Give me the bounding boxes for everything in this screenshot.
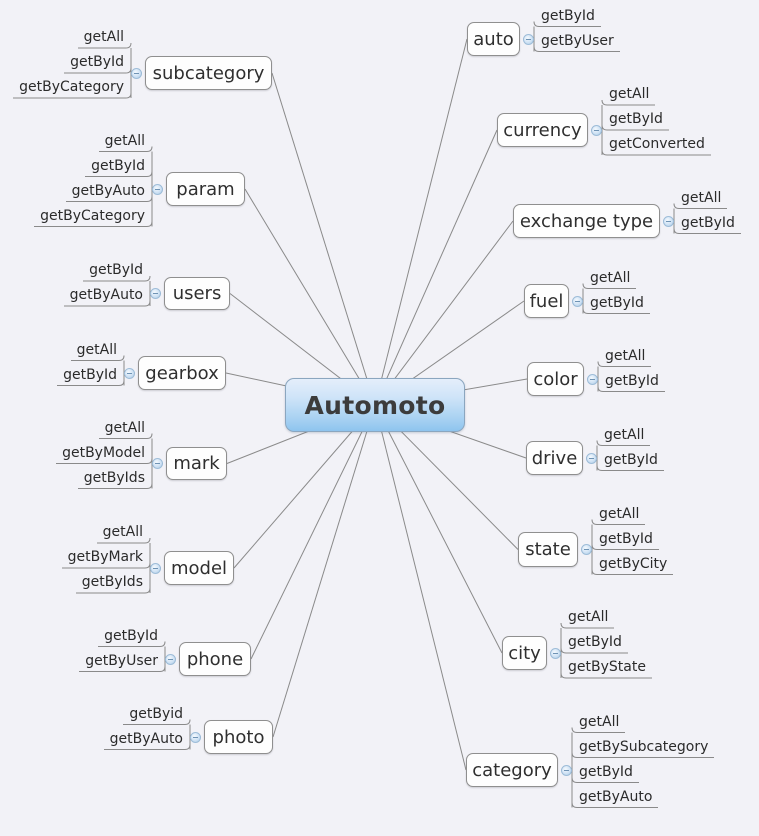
collapse-toggle-icon-auto[interactable] <box>523 33 534 45</box>
leaf-node[interactable]: getById <box>70 54 124 70</box>
topic-node-users[interactable]: users <box>164 277 230 310</box>
topic-node-currency[interactable]: currency <box>497 113 588 147</box>
collapse-toggle-icon-photo[interactable] <box>190 731 201 743</box>
leaf-node[interactable]: getByCategory <box>40 207 145 224</box>
topic-node-label: mark <box>173 453 220 474</box>
leaf-node[interactable]: getByAuto <box>71 182 145 199</box>
leaf-node[interactable]: getByAuto <box>579 788 653 805</box>
leaf-node[interactable]: getByAuto <box>69 287 143 303</box>
collapse-toggle-icon-fuel[interactable] <box>572 295 583 307</box>
collapse-toggle-icon-category[interactable] <box>561 764 572 776</box>
topic-node-label: exchange type <box>519 210 654 232</box>
collapse-toggle-icon-city[interactable] <box>550 647 561 659</box>
collapse-toggle-icon-param[interactable] <box>152 183 163 195</box>
leaf-node[interactable]: getAll <box>568 609 609 625</box>
leaf-node[interactable]: getById <box>568 634 622 650</box>
topic-node-label: model <box>170 557 228 579</box>
leaf-node[interactable]: getById <box>604 451 658 468</box>
leaf-node[interactable]: getById <box>599 530 653 547</box>
collapse-toggle-icon-mark[interactable] <box>152 458 163 469</box>
leaf-node[interactable]: getByUser <box>85 652 158 669</box>
topic-node-label: drive <box>531 447 578 469</box>
leaf-node[interactable]: getById <box>605 372 659 389</box>
leaf-node[interactable]: getByModel <box>62 444 145 461</box>
leaf-node[interactable]: getById <box>609 111 663 127</box>
topic-node-model[interactable]: model <box>164 551 234 585</box>
leaf-node[interactable]: getById <box>63 366 117 383</box>
collapse-toggle-icon-model[interactable] <box>150 562 161 574</box>
collapse-toggle-icon-exchange-type[interactable] <box>663 215 674 227</box>
topic-node-photo[interactable]: photo <box>204 720 273 754</box>
leaf-node[interactable]: getConverted <box>609 136 705 152</box>
leaf-node[interactable]: getById <box>590 294 644 311</box>
leaf-node[interactable]: getAll <box>76 341 117 358</box>
collapse-toggle-icon-currency[interactable] <box>591 124 602 136</box>
topic-node-label: state <box>525 539 571 560</box>
topic-node-label: gearbox <box>145 362 219 384</box>
leaf-node[interactable]: getAll <box>104 132 145 149</box>
leaf-node[interactable]: getByMark <box>67 549 143 565</box>
topic-node-city[interactable]: city <box>502 636 547 670</box>
leaf-node[interactable]: getById <box>89 262 143 278</box>
leaf-node[interactable]: getAll <box>102 524 143 540</box>
topic-node-category[interactable]: category <box>466 753 558 787</box>
collapse-toggle-icon-state[interactable] <box>581 544 592 555</box>
leaf-node[interactable]: getByid <box>129 705 183 722</box>
topic-node-label: fuel <box>529 290 564 312</box>
topic-node-color[interactable]: color <box>527 362 584 396</box>
leaf-node[interactable]: getAll <box>604 426 645 443</box>
leaf-node[interactable]: getAll <box>599 505 640 522</box>
topic-node-label: subcategory <box>152 62 265 84</box>
leaf-node[interactable]: getByState <box>568 659 646 675</box>
topic-node-label: color <box>533 368 578 390</box>
leaf-node[interactable]: getAll <box>590 269 631 286</box>
topic-node-label: auto <box>473 28 514 50</box>
leaf-node[interactable]: getByCity <box>599 555 668 572</box>
root-node-label: Automoto <box>304 390 446 420</box>
topic-node-gearbox[interactable]: gearbox <box>138 356 226 390</box>
topic-node-drive[interactable]: drive <box>526 441 583 475</box>
topic-node-label: category <box>472 759 552 781</box>
topic-node-label: users <box>172 283 222 304</box>
leaf-node[interactable]: getById <box>104 627 158 644</box>
topic-node-exchange-type[interactable]: exchange type <box>513 204 660 238</box>
topic-node-mark[interactable]: mark <box>166 447 227 480</box>
topic-node-state[interactable]: state <box>518 532 578 567</box>
leaf-node[interactable]: getBySubcategory <box>579 738 709 755</box>
leaf-node[interactable]: getById <box>579 763 633 780</box>
topic-node-label: currency <box>503 119 582 141</box>
leaf-node[interactable]: getByUser <box>541 32 614 49</box>
topic-node-label: param <box>176 178 235 200</box>
collapse-toggle-icon-color[interactable] <box>587 373 598 385</box>
leaf-node[interactable]: getById <box>91 157 145 174</box>
leaf-node[interactable]: getAll <box>681 189 722 206</box>
topic-node-label: photo <box>212 726 265 748</box>
leaf-node[interactable]: getByIds <box>83 469 145 486</box>
root-node-automoto[interactable]: Automoto <box>285 378 465 432</box>
collapse-toggle-icon-drive[interactable] <box>586 452 597 464</box>
collapse-toggle-icon-gearbox[interactable] <box>124 367 135 379</box>
leaf-node[interactable]: getByCategory <box>19 79 124 95</box>
leaf-node[interactable]: getAll <box>579 713 620 730</box>
leaf-node[interactable]: getByAuto <box>109 730 183 747</box>
leaf-node[interactable]: getAll <box>605 347 646 364</box>
leaf-node[interactable]: getById <box>681 214 735 231</box>
collapse-toggle-icon-users[interactable] <box>150 288 161 299</box>
topic-node-phone[interactable]: phone <box>179 642 251 676</box>
leaf-node[interactable]: getByIds <box>81 574 143 590</box>
topic-node-param[interactable]: param <box>166 172 245 206</box>
topic-node-subcategory[interactable]: subcategory <box>145 56 272 90</box>
topic-node-auto[interactable]: auto <box>467 22 520 56</box>
leaf-node[interactable]: getAll <box>104 419 145 436</box>
leaf-node[interactable]: getById <box>541 7 595 24</box>
leaf-node[interactable]: getAll <box>83 29 124 45</box>
topic-node-fuel[interactable]: fuel <box>524 284 569 318</box>
topic-node-label: phone <box>186 648 244 670</box>
collapse-toggle-icon-subcategory[interactable] <box>131 67 142 79</box>
collapse-toggle-icon-phone[interactable] <box>165 653 176 665</box>
topic-node-label: city <box>508 642 541 664</box>
leaf-node[interactable]: getAll <box>609 86 650 102</box>
